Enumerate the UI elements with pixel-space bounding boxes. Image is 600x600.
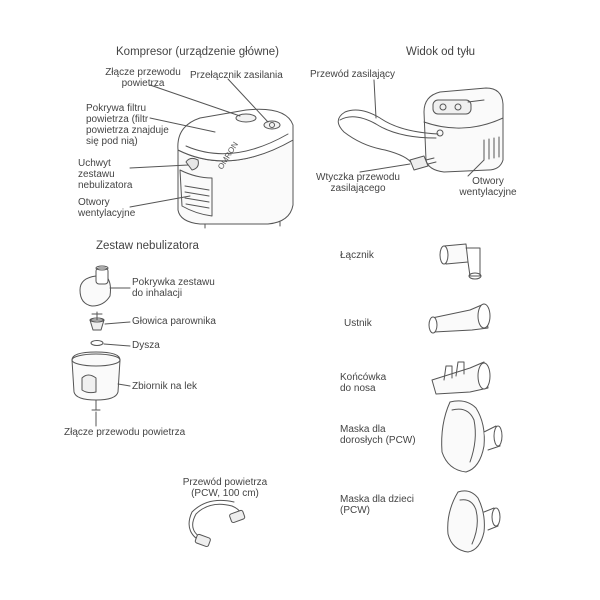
nebulizer-cap-drawing	[80, 266, 111, 306]
nebulizer-holder-label: Uchwyt zestawu nebulizatora	[78, 158, 133, 191]
medication-tank-label: Zbiornik na lek	[132, 381, 198, 392]
nozzle-drawing	[91, 341, 103, 346]
inhalation-cap-label: Pokrywka zestawu do inhalacji	[132, 277, 215, 299]
mouthpiece-label: Ustnik	[344, 318, 372, 329]
connector-label: Łącznik	[340, 250, 374, 261]
adult-mask-label: Maska dla dorosłych (PCW)	[340, 424, 416, 446]
rear-view-title: Widok od tyłu	[406, 46, 476, 58]
medication-tank-drawing	[72, 352, 120, 410]
rear-view-illustration	[424, 88, 503, 172]
air-tube-connector-label: Złącze przewodu powietrza	[64, 427, 186, 438]
plug-drawing	[410, 156, 428, 170]
nasal-tip-drawing	[432, 362, 490, 394]
nebulizer-title: Zestaw nebulizatora	[96, 240, 199, 252]
rear-vents-label: Otwory wentylacyjne	[459, 176, 517, 198]
air-tube-label: Przewód powietrza (PCW, 100 cm)	[182, 477, 268, 499]
mouthpiece-drawing	[429, 304, 490, 333]
plug-label: Wtyczka przewodu zasilającego	[316, 172, 400, 194]
vaporizer-head-drawing	[90, 312, 104, 330]
power-cord-label: Przewód zasilający	[310, 69, 396, 80]
compressor-title: Kompresor (urządzenie główne)	[116, 46, 279, 58]
air-tube-drawing	[189, 500, 245, 547]
child-mask-drawing	[448, 491, 500, 552]
power-switch-label: Przełącznik zasilania	[190, 70, 283, 81]
nasal-tip-label: Końcówka do nosa	[340, 372, 387, 394]
child-mask-label: Maska dla dzieci (PCW)	[340, 494, 414, 516]
nozzle-label: Dysza	[132, 340, 160, 351]
connector-drawing	[440, 244, 481, 279]
power-cord-drawing	[338, 110, 438, 164]
air-connector-label: Złącze przewodu powietrza	[105, 67, 181, 89]
filter-cover-label: Pokrywa filtru powietrza (filtr powietrz…	[86, 103, 169, 147]
compressor-vents-label: Otwory wentylacyjne	[78, 197, 136, 219]
vaporizer-head-label: Głowica parownika	[132, 316, 216, 327]
adult-mask-drawing	[442, 401, 502, 472]
compressor-illustration	[178, 109, 293, 228]
